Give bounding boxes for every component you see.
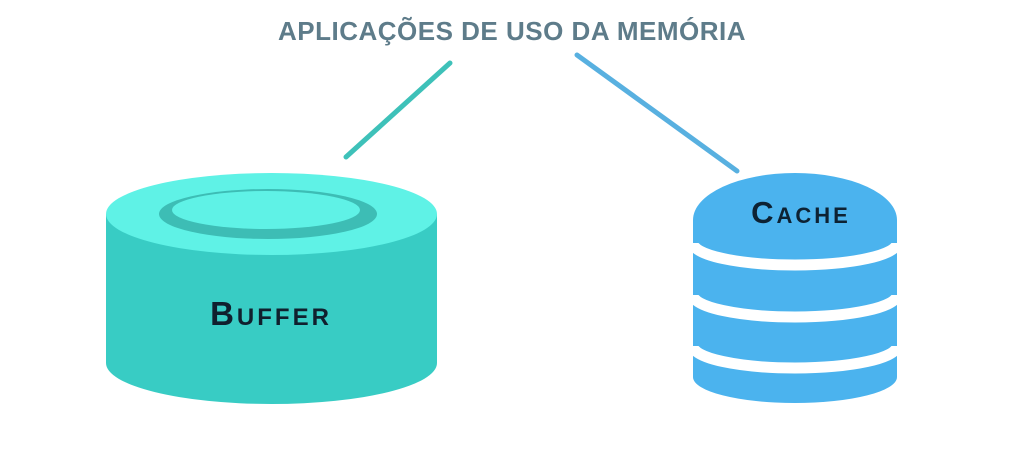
buffer-label-initial: B	[210, 295, 237, 332]
cache-label-rest: ACHE	[776, 203, 851, 228]
connector-line-cache	[574, 52, 740, 174]
buffer-label: BUFFER	[121, 297, 421, 330]
database-separator	[693, 242, 897, 271]
cache-label-initial: C	[751, 195, 777, 230]
cache-label: CACHE	[701, 197, 901, 228]
database-separator	[693, 294, 897, 323]
buffer-ring-inner	[172, 191, 360, 229]
buffer-body	[106, 214, 437, 404]
diagram-title: APLICAÇÕES DE USO DA MEMÓRIA	[277, 16, 747, 46]
buffer-label-rest: UFFER	[236, 304, 332, 331]
buffer-cylinder-icon	[106, 173, 437, 404]
connector-line-buffer	[343, 60, 453, 160]
database-silhouette	[693, 173, 897, 403]
database-separator	[693, 345, 897, 374]
cache-database-icon	[693, 173, 897, 403]
